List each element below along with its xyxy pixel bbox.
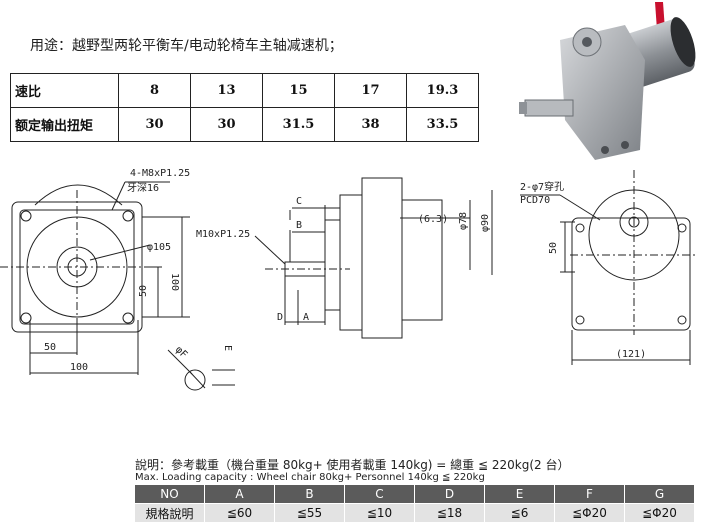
motor-photo	[519, 2, 696, 160]
dim100-side: 100	[169, 273, 180, 291]
dia78-label: φ78	[458, 212, 469, 230]
torque-cell: 31.5	[262, 107, 335, 142]
spec-header-cell: A	[204, 485, 275, 504]
ratio-table: 速比 8 13 15 17 19.3 额定输出扭矩 30 30 31.5 38 …	[10, 73, 479, 142]
spec-header-cell: C	[344, 485, 415, 504]
front-view	[0, 181, 190, 375]
torque-cell: 30	[190, 107, 263, 142]
dia90-label: φ90	[480, 214, 491, 232]
torque-row-label: 额定输出扭矩	[10, 107, 119, 142]
ratio-cell: 19.3	[406, 73, 479, 108]
label-e: E	[222, 345, 233, 351]
torque-row: 额定输出扭矩 30 30 31.5 38 33.5	[10, 107, 479, 142]
ratio-cell: 13	[190, 73, 263, 108]
torque-cell: 33.5	[406, 107, 479, 142]
label-b: B	[296, 220, 302, 231]
torque-cell: 38	[334, 107, 407, 142]
usage-text: 用途：越野型两轮平衡车/电动轮椅车主轴减速机；	[30, 38, 343, 54]
output-shaft-icon	[524, 99, 574, 117]
key-detail	[167, 349, 235, 391]
rear-view	[520, 170, 695, 365]
dim121-label: (121)	[616, 349, 646, 360]
loading-note-en: Max. Loading capacity : Wheel chair 80kg…	[135, 472, 485, 483]
ratio-row: 速比 8 13 15 17 19.3	[10, 73, 479, 108]
spec-header-row: NO A B C D E F G	[134, 485, 694, 504]
loading-note-zh: 說明：參考載重（機台重量 80kg+ 使用者載重 140kg) = 總重 ≦ 2…	[135, 458, 570, 472]
spec-header-cell: D	[414, 485, 485, 504]
spec-header-cell: B	[274, 485, 345, 504]
dim100-bottom: 100	[70, 362, 88, 373]
dim50-bottom: 50	[44, 342, 56, 353]
spec-table: NO A B C D E F G 規格說明 ≦60 ≦55 ≦10 ≦18 ≦6…	[134, 485, 694, 522]
spec-value-cell: ≦10	[344, 503, 415, 522]
thread-top-label: 4-M8xP1.25	[130, 168, 190, 179]
spec-value-cell: ≦6	[484, 503, 555, 522]
spec-header-cell: E	[484, 485, 555, 504]
spec-header-cell: G	[624, 485, 694, 504]
spec-value-cell: ≦Φ20	[624, 503, 694, 522]
dim63-label: (6.3)	[418, 214, 448, 225]
torque-cell: 30	[118, 107, 191, 142]
spec-value-cell: ≦55	[274, 503, 345, 522]
ratio-cell: 8	[118, 73, 191, 108]
spec-header-cell: NO	[134, 485, 205, 504]
label-d: D	[277, 312, 283, 323]
spec-value-cell: 規格說明	[134, 503, 205, 522]
label-c: C	[296, 196, 302, 207]
ratio-row-label: 速比	[10, 73, 119, 108]
spec-value-cell: ≦18	[414, 503, 485, 522]
pcd-label: PCD70	[520, 195, 550, 206]
dim50-side: 50	[138, 285, 149, 297]
spec-header-cell: F	[554, 485, 625, 504]
depth-label: 牙深16	[127, 182, 159, 194]
thread-shaft-label: M10xP1.25	[196, 229, 250, 240]
label-f: φF	[173, 344, 189, 360]
gearbox-icon	[560, 25, 645, 160]
spec-value-row: 規格說明 ≦60 ≦55 ≦10 ≦18 ≦6 ≦Φ20 ≦Φ20	[134, 503, 694, 522]
spec-value-cell: ≦Φ20	[554, 503, 625, 522]
holes-label: 2-φ7穿孔	[520, 180, 564, 193]
spec-value-cell: ≦60	[204, 503, 275, 522]
side-view	[254, 177, 493, 339]
technical-drawing: 4-M8xP1.25 牙深16 φ105 100 50 50 100 C B M…	[0, 168, 695, 391]
label-a: A	[303, 312, 309, 323]
ratio-cell: 15	[262, 73, 335, 108]
dim50-right: 50	[548, 242, 559, 254]
ratio-cell: 17	[334, 73, 407, 108]
dia105-label: φ105	[147, 242, 171, 253]
